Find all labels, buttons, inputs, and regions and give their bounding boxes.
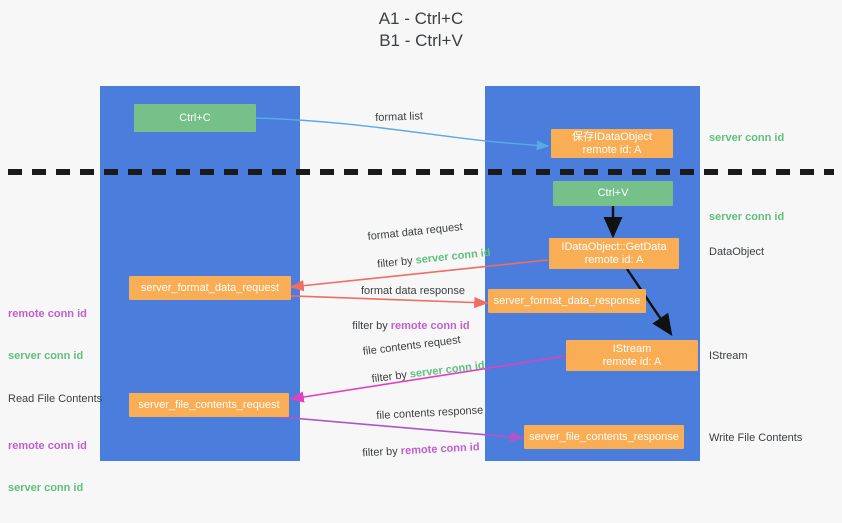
filter-value-remote-conn-id: remote conn id [390,320,470,332]
left-label-server-conn-id: server conn id [8,482,84,494]
box-save-idataobject[interactable]: 保存IDataObject remote id: A [551,129,673,158]
left-label-read-file-contents: Read File Contents [8,393,103,405]
filter-value-remote-conn-id: remote conn id [400,441,480,458]
box-server-format-data-request[interactable]: server_format_data_request [129,276,291,300]
filter-value-server-conn-id: server conn id [415,246,492,267]
left-label-conn-ids-mid: remote conn id server conn id [8,279,87,391]
box-istream[interactable]: IStream remote id: A [566,340,698,371]
box-server-file-contents-request[interactable]: server_file_contents_request [129,393,289,417]
left-label-remote-conn-id: remote conn id [8,308,87,320]
right-label-write-file-contents: Write File Contents [709,432,803,444]
box-server-file-contents-response[interactable]: server_file_contents_response [524,425,684,449]
right-label-dataobject: DataObject [709,246,765,258]
right-label-istream: IStream [709,350,748,362]
label-format-list: format list [375,110,424,124]
diagram-canvas: A1 - Ctrl+C B1 - Ctrl+V A1 remote B1 con… [8,9,834,494]
box-idataobject-getdata[interactable]: IDataObject::GetData remote id: A [549,238,679,269]
box-server-format-data-response[interactable]: server_format_data_response [488,289,646,313]
box-ctrl-v[interactable]: Ctrl+V [553,181,673,206]
page-title: A1 - Ctrl+C B1 - Ctrl+V [378,9,464,50]
label-file-contents-response: file contents response [376,404,484,422]
filter-prefix: filter by [370,368,411,386]
label-file-contents-response-filter: filter by remote conn id [349,426,481,475]
right-label-server-conn-id-top: server conn id [709,132,785,144]
box-ctrl-c[interactable]: Ctrl+C [134,104,256,132]
filter-prefix: filter by [352,320,391,332]
filter-value-server-conn-id: server conn id [409,359,486,381]
label-format-data-response: format data response [361,285,465,297]
label-format-data-response-filter: filter by remote conn id [340,305,470,347]
left-label-server-conn-id: server conn id [8,350,84,362]
left-label-conn-ids-low: remote conn id server conn id [8,411,87,523]
left-label-remote-conn-id: remote conn id [8,440,87,452]
filter-prefix: filter by [362,445,402,460]
right-label-server-conn-id-mid: server conn id [709,211,785,223]
filter-prefix: filter by [376,254,417,271]
